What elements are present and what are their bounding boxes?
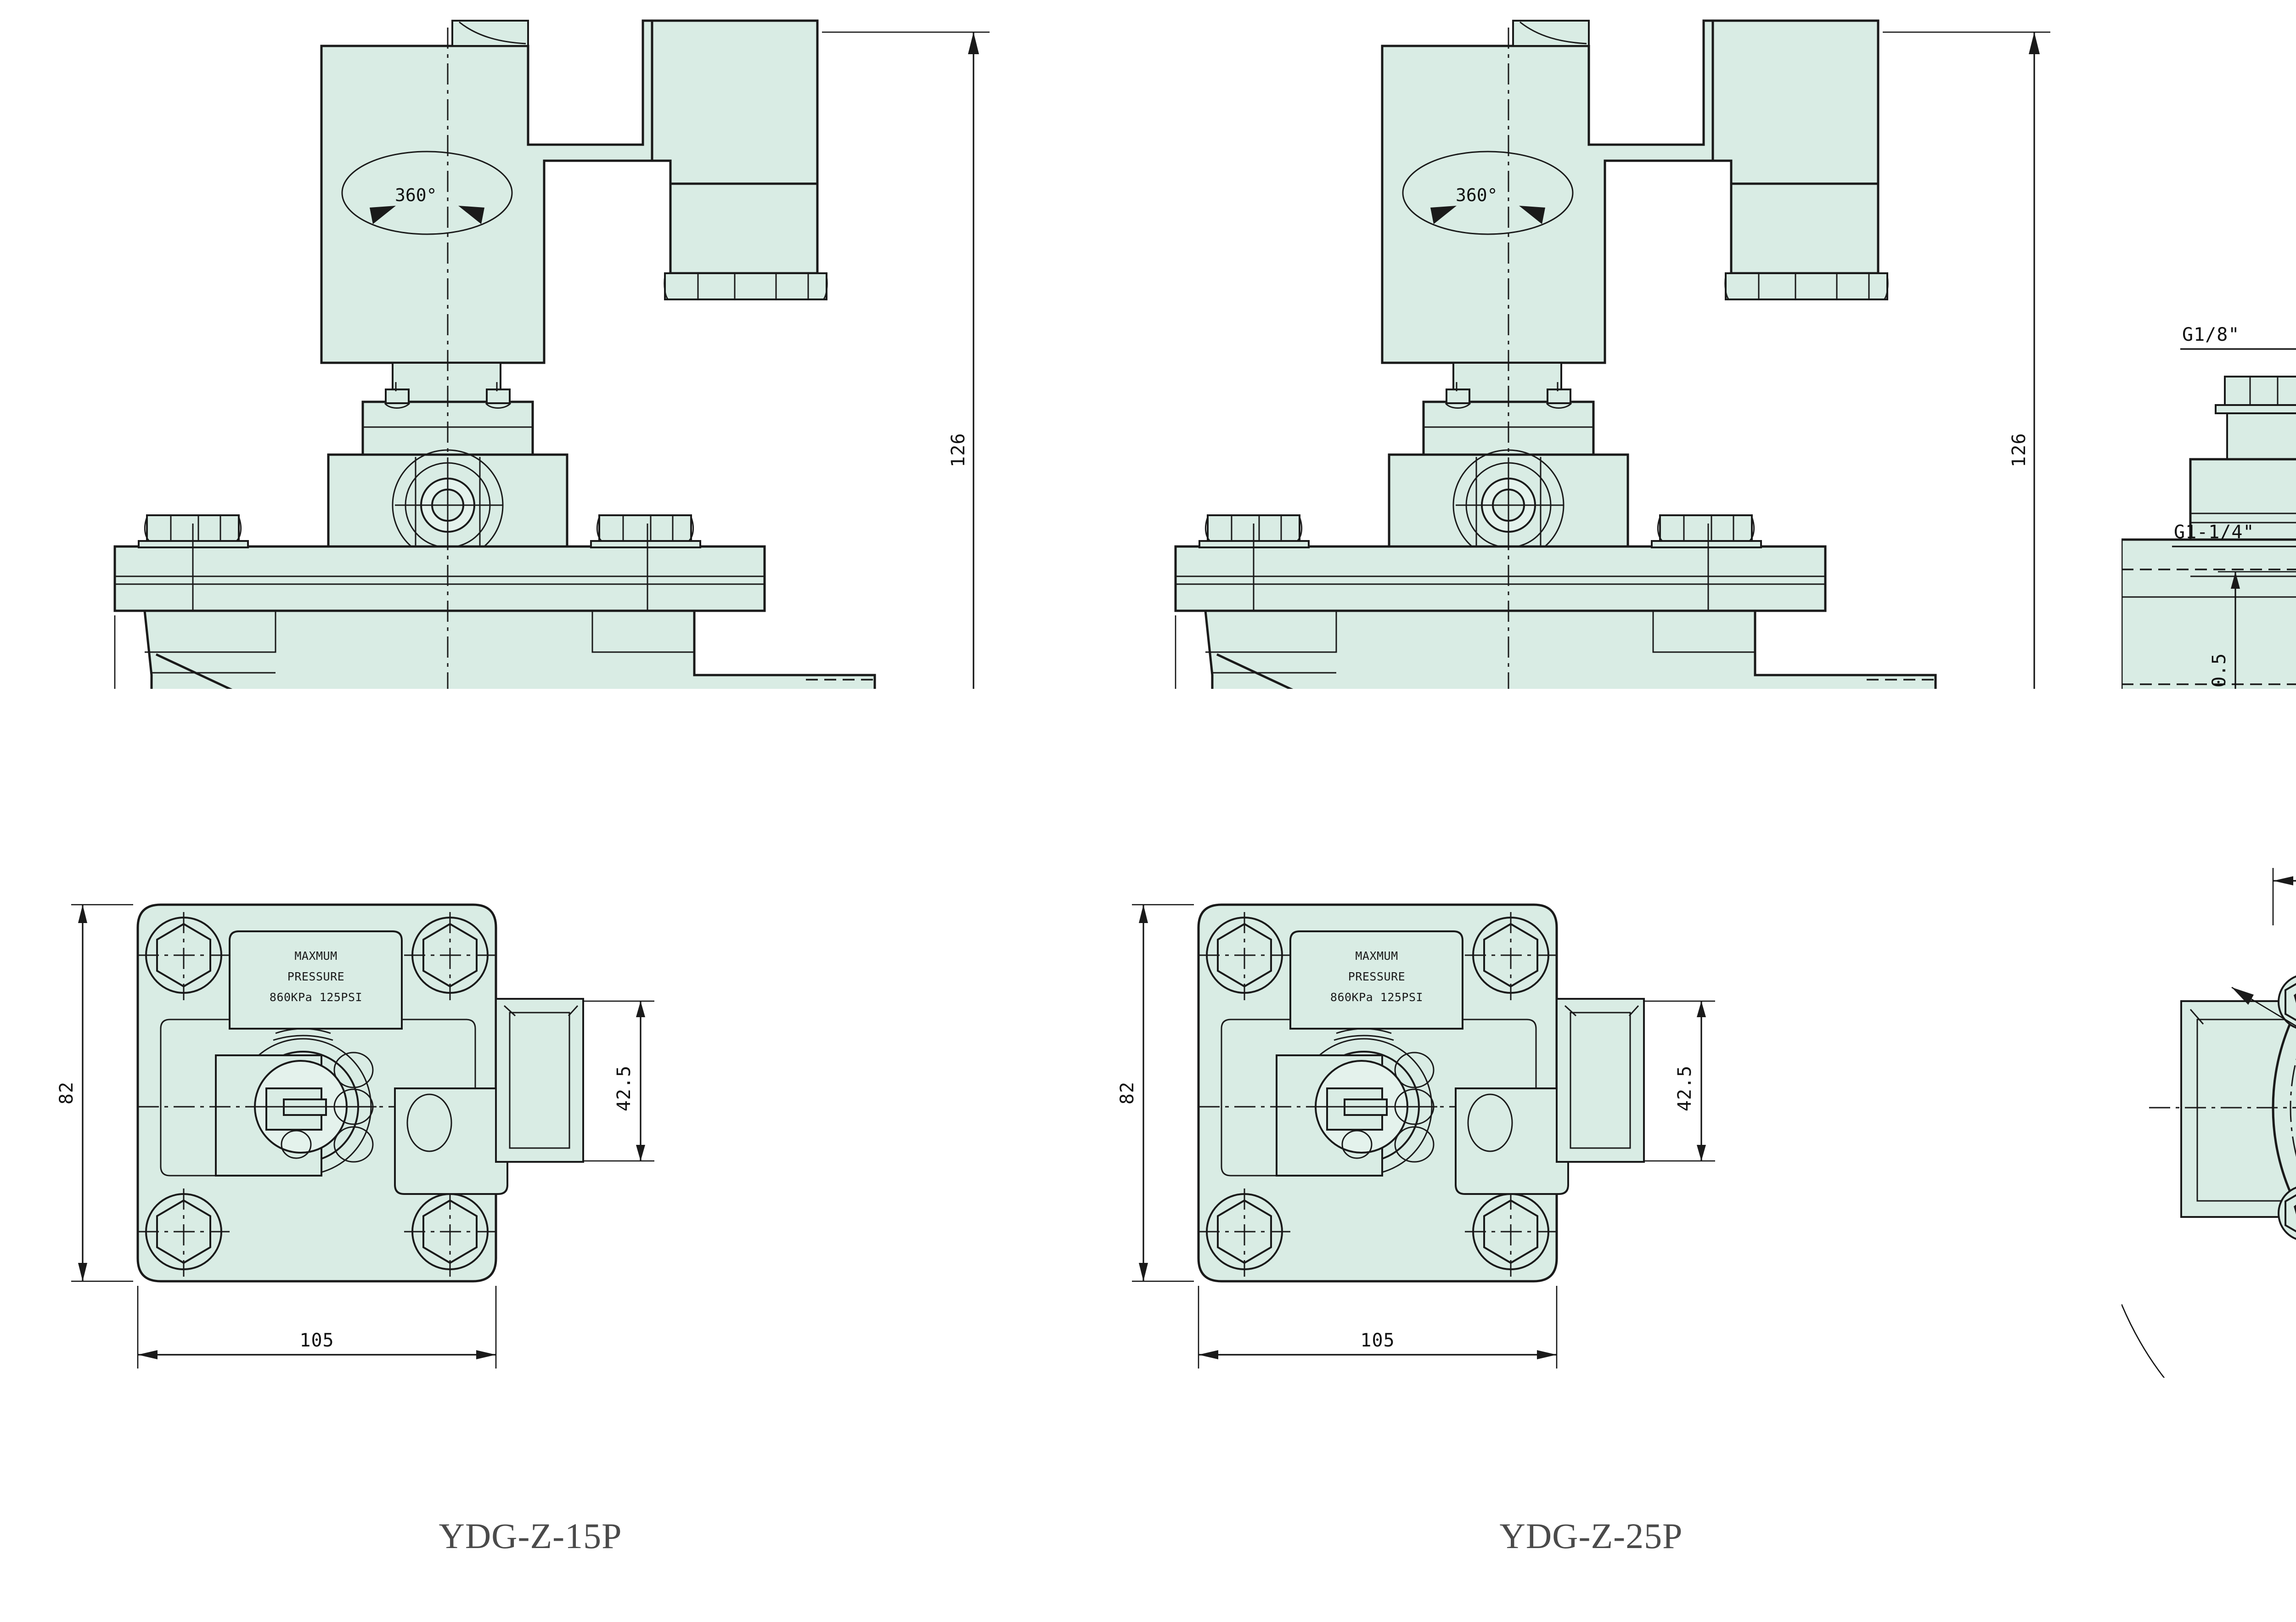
plate-text-line2-25p: PRESSURE [1348,970,1405,983]
plate-text-line2-15p: PRESSURE [287,970,344,983]
dim-coil-offset-15p: 42.5 [613,1065,635,1111]
caption-35p: YDG-Z-35P [2122,1515,2296,1557]
dim-body-length-15p: 105 [299,1330,334,1351]
front-view-35p: 360° G1/8" [2122,324,2296,689]
caption-25p: YDG-Z-25P [1499,1516,1683,1556]
dim-body-width-15p: 82 [56,1081,77,1104]
valve-panel-35p: 360° G1/8" [2122,0,2296,1622]
dim-body-width-25p: 82 [1117,1081,1138,1104]
rotation-label-15p: 360° [395,185,437,205]
front-view-25p: 360° [1174,19,2050,689]
dim-height-25p: 126 [2009,433,2030,467]
plate-text-line3-15p: 860KPa 125PSI [270,991,362,1004]
valve-panel-15p: 360° [0,0,1061,1622]
dim-height-15p: 126 [948,433,969,467]
valve-panel-25p: 360° [1061,0,2122,1622]
port-label-pilot-35p: G1/8" [2182,324,2240,345]
port-label-outlet-35p: G1-1/4" [2174,522,2255,543]
bottom-view-25p: MAXMUM PRESSURE 860KPa 125PSI [1117,903,1715,1369]
front-view-15p: 360° [113,19,990,689]
bottom-view-35p: 121 Φ112 [2122,868,2296,1378]
dim-body-length-25p: 105 [1360,1330,1395,1351]
dim-outlet-height-35p: 30.5 [2209,653,2230,689]
rotation-label-25p: 360° [1456,185,1498,205]
plate-text-line1-25p: MAXMUM [1355,949,1398,963]
plate-text-line3-25p: 860KPa 125PSI [1330,991,1423,1004]
caption-15p: YDG-Z-15P [439,1516,622,1556]
bottom-view-15p: MAXMUM PRESSURE 860KPa 125PSI [56,903,654,1369]
dim-coil-offset-25p: 42.5 [1674,1065,1695,1111]
plate-text-line1-15p: MAXMUM [294,949,337,963]
